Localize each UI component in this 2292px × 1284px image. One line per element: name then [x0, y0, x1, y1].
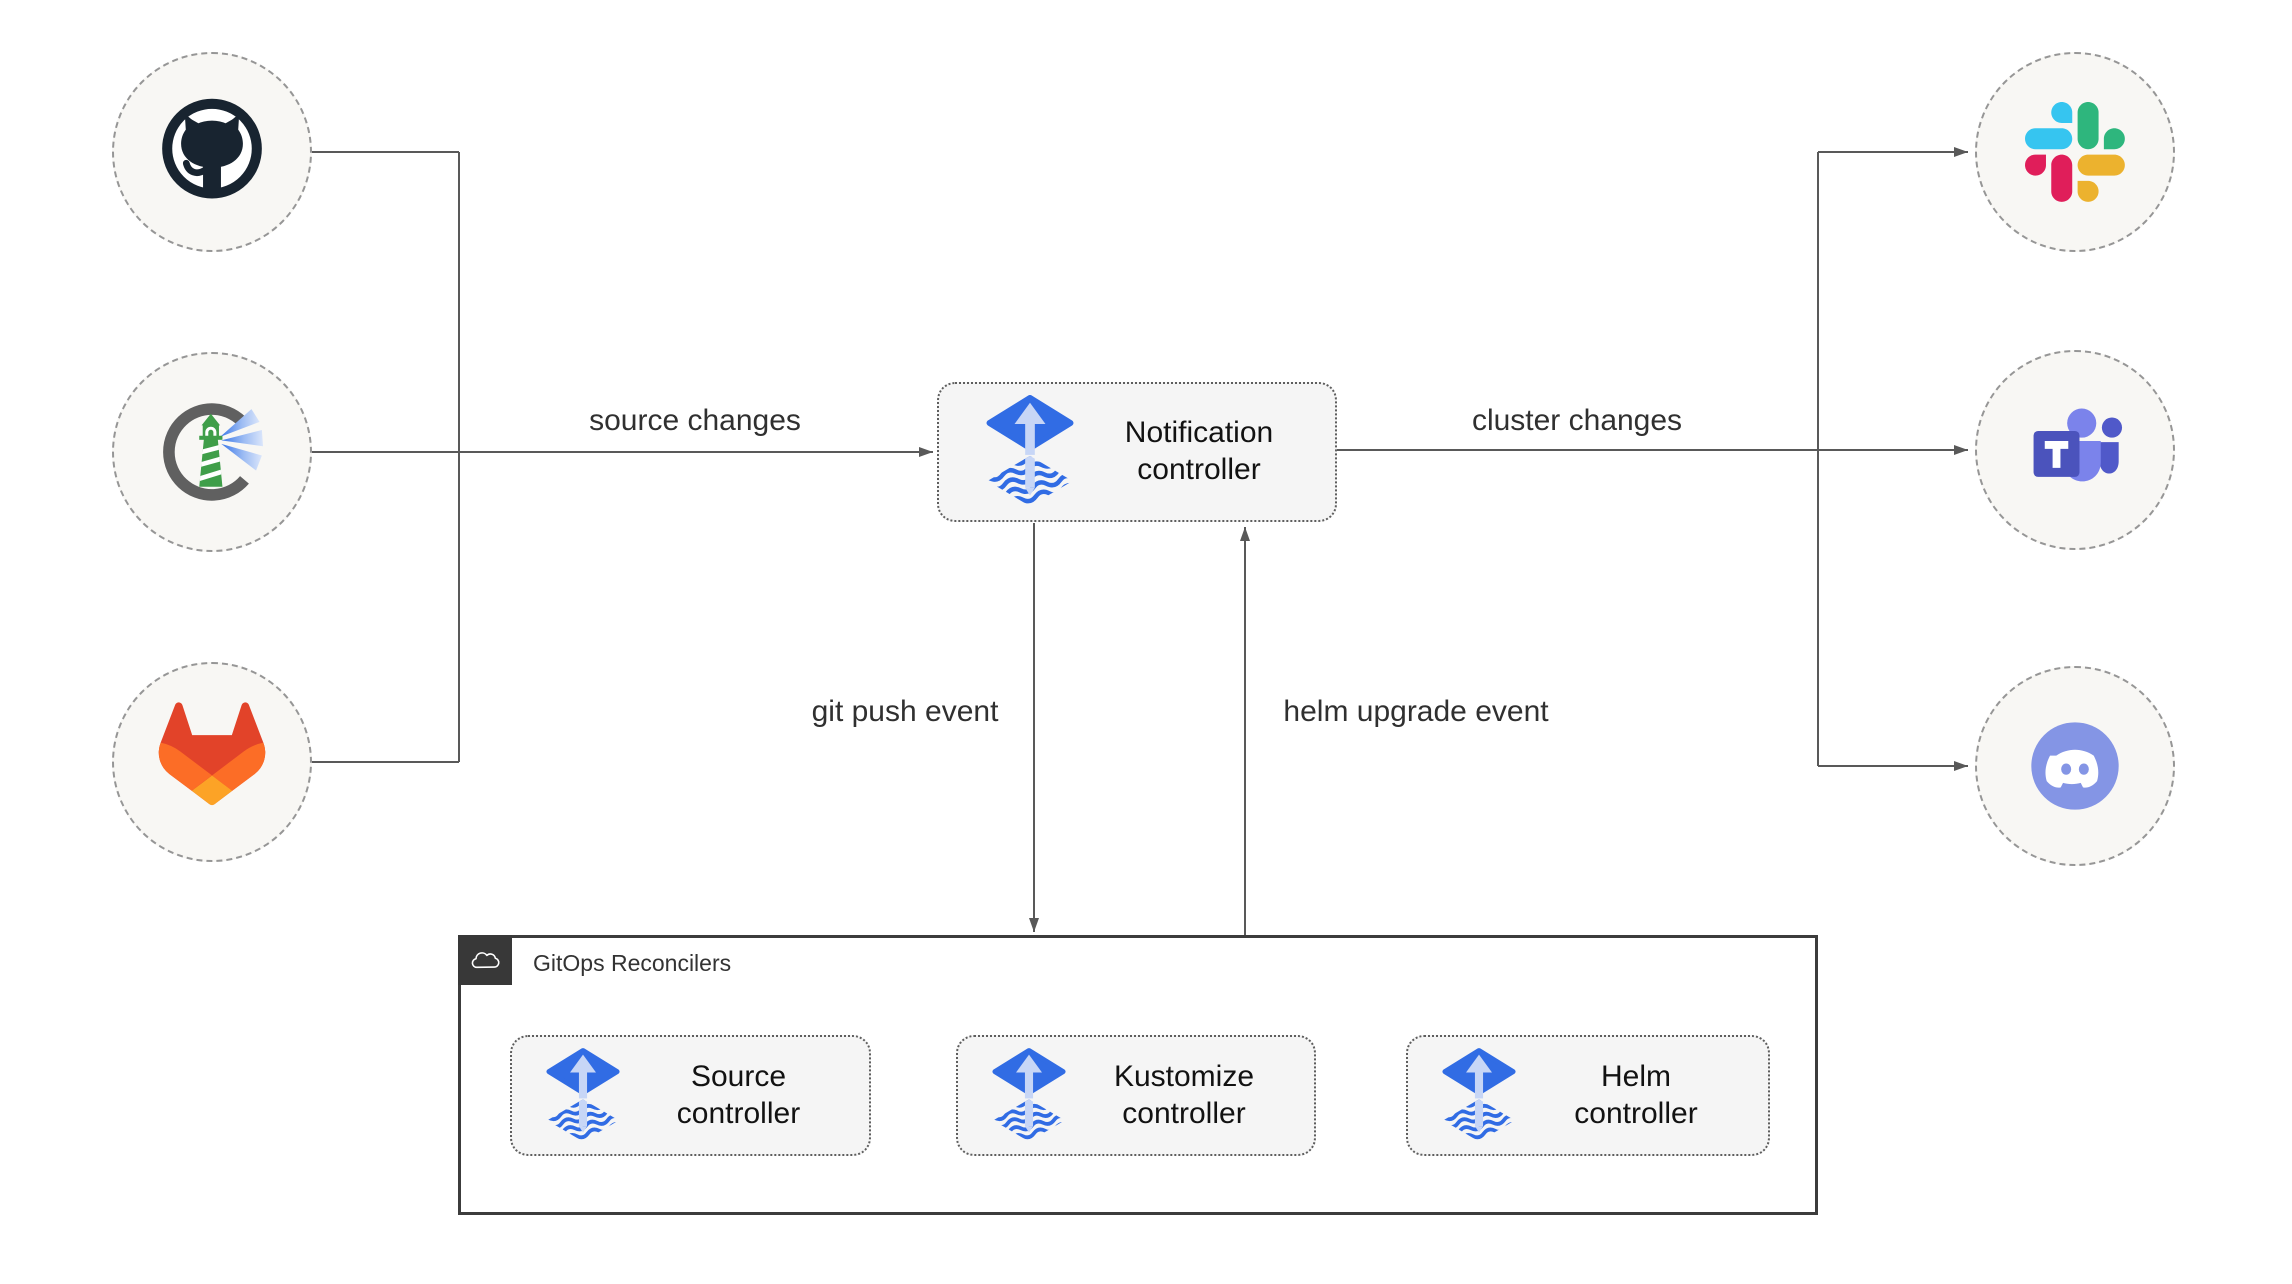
kustomize-controller-box: Kustomize controller [956, 1035, 1316, 1156]
cloud-badge [458, 935, 512, 985]
edge-label-git-push-event: git push event [811, 695, 999, 728]
source-controller-label: Source controller [676, 1059, 801, 1130]
cloud-icon [471, 952, 500, 969]
github-icon [162, 98, 262, 199]
node-discord [1975, 666, 2175, 866]
node-slack [1975, 52, 2175, 252]
teams-icon [2033, 408, 2123, 482]
notification-controller-label: Notification controller [1124, 416, 1274, 486]
helm-controller-box: Helm controller [1406, 1035, 1770, 1156]
source-controller-box: Source controller [510, 1035, 871, 1156]
notification-controller-box: Notification controller [937, 382, 1337, 522]
flux-icon [544, 1048, 622, 1144]
node-gitlab [112, 662, 312, 862]
gitlab-icon [158, 702, 266, 805]
flux-icon [983, 395, 1077, 509]
edge-label-source-changes: source changes [589, 404, 801, 437]
edge-label-cluster-changes: cluster changes [1471, 404, 1683, 437]
kustomize-controller-label: Kustomize controller [1113, 1059, 1255, 1130]
discord-icon [2031, 722, 2119, 810]
node-github [112, 52, 312, 252]
node-harbor [112, 352, 312, 552]
flux-icon [990, 1048, 1068, 1144]
harbor-icon [163, 403, 264, 501]
edge-label-helm-upgrade-event: helm upgrade event [1283, 695, 1549, 728]
flux-icon [1440, 1048, 1518, 1144]
gitops-reconcilers-container: GitOps Reconcilers Source controller Kus… [458, 935, 1818, 1215]
node-teams [1975, 350, 2175, 550]
helm-controller-label: Helm controller [1574, 1059, 1698, 1130]
slack-icon [2025, 102, 2125, 202]
gitops-reconcilers-title: GitOps Reconcilers [533, 949, 732, 976]
